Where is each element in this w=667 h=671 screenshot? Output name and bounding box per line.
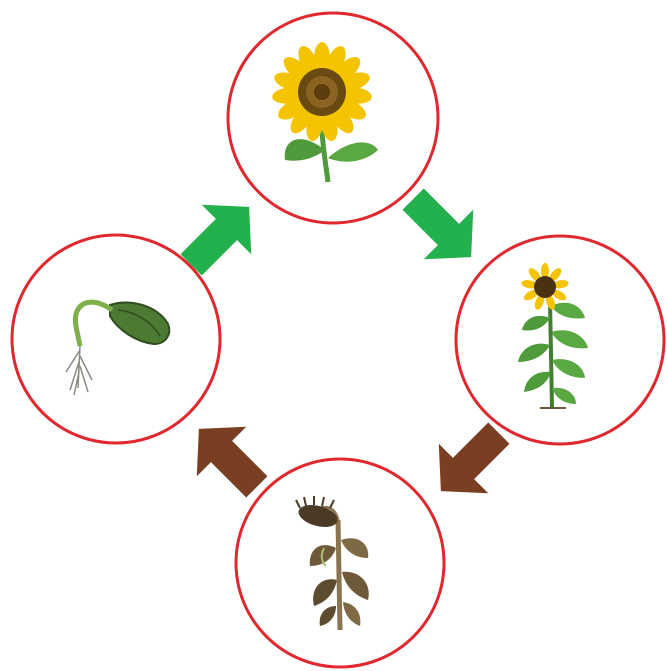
stage-dying — [236, 459, 444, 667]
stage-mature — [456, 236, 664, 444]
stage-flowering — [228, 13, 438, 223]
stage-germination — [12, 235, 220, 443]
